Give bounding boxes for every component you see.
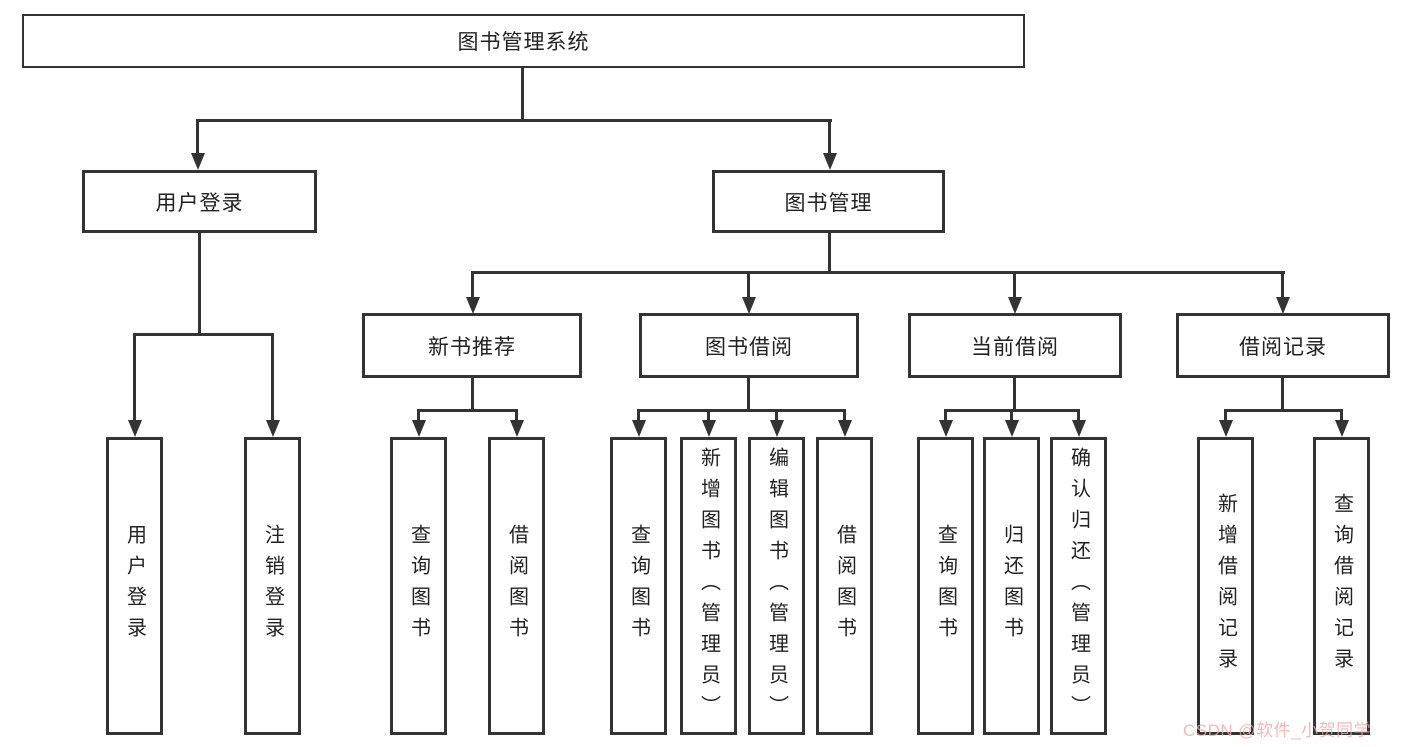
connector-borrow-records-branch: [1224, 409, 1343, 412]
connector-user-login-branch: [133, 333, 274, 336]
arrowhead-leaf: [1005, 420, 1019, 437]
leaf-borrow-books-recommend: 借阅图书: [488, 437, 545, 735]
connector-stem-leaf: [707, 409, 710, 423]
arrowhead-leaf: [1219, 420, 1233, 437]
arrowhead-book-management: [823, 153, 837, 170]
arrowhead-new-book: [466, 297, 480, 314]
arrowhead-current-borrow: [1008, 297, 1022, 314]
connector-new-book-branch: [417, 409, 518, 412]
leaf-label: 查询图书: [627, 524, 650, 648]
connector-stem-leaf: [1077, 409, 1080, 423]
leaf-return-books: 归还图书: [983, 437, 1040, 735]
node-book-borrow: 图书借阅: [639, 313, 859, 378]
leaf-query-books-current: 查询图书: [917, 437, 974, 735]
connector-stem-new-book: [471, 271, 474, 299]
connector-stem-book-management: [828, 119, 831, 155]
connector-book-borrow-stem: [747, 376, 750, 412]
leaf-label: 新增图书（管理员）: [697, 446, 720, 726]
connector-stem-leaf: [1340, 409, 1343, 423]
node-label: 图书借阅: [705, 335, 793, 359]
arrowhead-borrow-records: [1276, 297, 1290, 314]
leaf-label: 借阅图书: [505, 524, 528, 648]
connector-book-management-branch: [471, 271, 1285, 274]
csdn-watermark: CSDN @软件_小贺同学: [1183, 721, 1372, 740]
leaf-confirm-return-admin: 确认归还（管理员）: [1050, 437, 1107, 735]
connector-stem-borrow-records: [1281, 271, 1284, 299]
connector-book-borrow-branch: [637, 409, 846, 412]
arrowhead-leaf-login: [128, 420, 142, 437]
leaf-borrow-books: 借阅图书: [816, 437, 873, 735]
arrowhead-leaf: [939, 420, 953, 437]
connector-stem-leaf: [515, 409, 518, 423]
node-label: 借阅记录: [1239, 335, 1327, 359]
leaf-query-books-borrow: 查询图书: [610, 437, 667, 735]
arrowhead-leaf: [1335, 420, 1349, 437]
leaf-label: 用户登录: [123, 524, 146, 648]
connector-user-login-stem: [198, 231, 201, 336]
connector-stem-current-borrow: [1013, 271, 1016, 299]
connector-root-branch: [196, 119, 832, 122]
arrowhead-leaf: [838, 420, 852, 437]
leaf-user-login: 用户登录: [106, 437, 163, 735]
arrowhead-leaf: [770, 420, 784, 437]
node-new-book-recommend: 新书推荐: [362, 313, 582, 378]
arrowhead-leaf: [702, 420, 716, 437]
connector-stem-book-borrow: [747, 271, 750, 299]
connector-current-borrow-stem: [1013, 376, 1016, 412]
connector-stem-user-login: [196, 119, 199, 155]
connector-stem-leaf: [637, 409, 640, 423]
leaf-label: 注销登录: [261, 524, 284, 648]
node-label: 用户登录: [155, 191, 244, 215]
connector-stem-leaf-login: [133, 333, 136, 423]
arrowhead-leaf: [1072, 420, 1086, 437]
node-current-borrow: 当前借阅: [908, 313, 1122, 378]
leaf-edit-books-admin: 编辑图书（管理员）: [748, 437, 805, 735]
connector-book-management-stem: [828, 231, 831, 274]
node-library-management-system: 图书管理系统: [22, 14, 1025, 68]
leaf-query-books-recommend: 查询图书: [390, 437, 447, 735]
arrowhead-book-borrow: [742, 297, 756, 314]
connector-new-book-stem: [471, 376, 474, 412]
node-book-management: 图书管理: [712, 170, 945, 233]
connector-stem-leaf: [417, 409, 420, 423]
leaf-label: 归还图书: [1000, 524, 1023, 648]
leaf-label: 查询借阅记录: [1330, 493, 1353, 679]
leaf-label: 编辑图书（管理员）: [765, 446, 788, 726]
arrowhead-leaf-logout: [266, 420, 280, 437]
arrowhead-user-login: [191, 153, 205, 170]
node-borrow-records: 借阅记录: [1176, 313, 1390, 378]
connector-stem-leaf-logout: [271, 333, 274, 423]
node-label: 当前借阅: [971, 335, 1059, 359]
node-label: 新书推荐: [428, 335, 516, 359]
connector-stem-leaf: [944, 409, 947, 423]
arrowhead-leaf: [510, 420, 524, 437]
node-user-login: 用户登录: [82, 170, 317, 233]
connector-stem-leaf: [843, 409, 846, 423]
leaf-label: 确认归还（管理员）: [1067, 446, 1090, 726]
connector-stem-leaf: [1010, 409, 1013, 423]
connector-stem-leaf: [1224, 409, 1227, 423]
leaf-label: 新增借阅记录: [1214, 493, 1237, 679]
leaf-logout-login: 注销登录: [244, 437, 301, 735]
leaf-label: 查询图书: [407, 524, 430, 648]
leaf-label: 查询图书: [934, 524, 957, 648]
leaf-label: 借阅图书: [833, 524, 856, 648]
connector-root-stem: [521, 66, 524, 121]
node-label: 图书管理系统: [457, 31, 590, 54]
connector-borrow-records-stem: [1281, 376, 1284, 412]
leaf-add-borrow-record: 新增借阅记录: [1197, 437, 1254, 735]
arrowhead-leaf: [412, 420, 426, 437]
arrowhead-leaf: [632, 420, 646, 437]
node-label: 图书管理: [784, 191, 873, 215]
connector-stem-leaf: [775, 409, 778, 423]
leaf-add-books-admin: 新增图书（管理员）: [680, 437, 737, 735]
leaf-query-borrow-record: 查询借阅记录: [1313, 437, 1370, 735]
